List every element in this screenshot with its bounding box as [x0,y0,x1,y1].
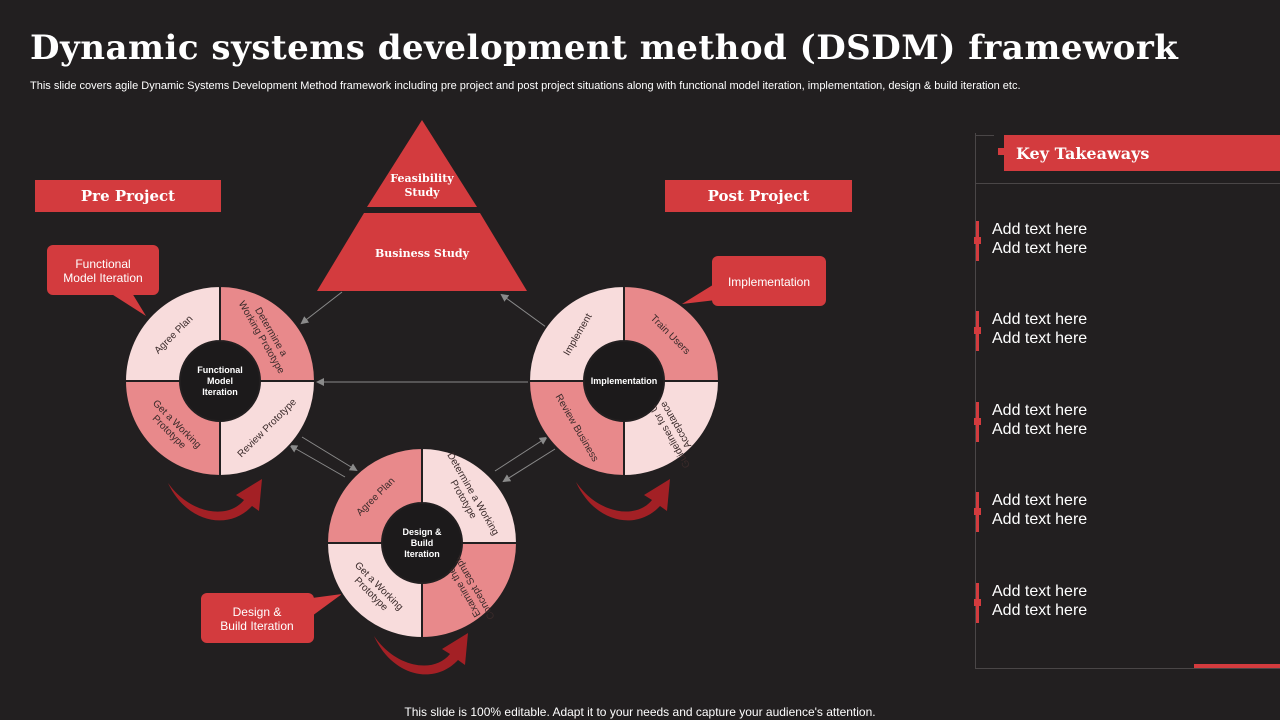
pyramid: Feasibility Study Business Study [317,120,527,291]
connector-arrow [301,436,358,472]
takeaway-text: Add text here [992,330,1088,347]
cycle-segment [421,446,519,544]
callout-functional-line-1: Functional [75,257,130,271]
takeaway-text: Add text here [992,511,1088,528]
cycle-center-label: Implementation [591,376,658,386]
connector-arrow [502,448,556,483]
cycle-hub [585,342,663,420]
callout-design: Design & Build Iteration [201,593,342,643]
callout-functional: Functional Model Iteration [47,245,159,316]
cycle-segment [123,380,221,478]
cycle-segment [219,380,317,478]
pyramid-bottom [317,213,527,291]
pyramid-bottom-label: Business Study [375,247,470,260]
takeaway-text: Add text here [992,221,1088,238]
pyramid-top-line-2: Study [404,186,440,199]
dsdm-diagram: Feasibility Study Business Study Functio… [47,120,826,675]
cycle-segment [219,284,317,382]
cycle-segment [623,380,721,478]
takeaway-text: Add text here [992,421,1088,438]
curved-arrow [168,479,262,521]
connector-arrow [500,293,547,328]
cycle-segment [325,542,423,640]
curved-arrow [576,479,670,521]
callout-design-line-2: Build Iteration [220,619,293,633]
curved-arrows [168,479,670,675]
takeaway-text: Add text here [992,311,1088,328]
connector-arrows [289,291,556,483]
takeaway-text: Add text here [992,602,1088,619]
post-project-banner: Post Project [665,180,852,212]
takeaway-text: Add text here [992,402,1088,419]
cycle-segment [421,542,519,640]
takeaway-text: Add text here [992,583,1088,600]
page-title: Dynamic systems development method (DSDM… [30,28,1179,68]
connector-arrow [494,436,548,472]
takeaway-text: Add text here [992,240,1088,257]
cycle-segment [623,284,721,382]
takeaway-text: Add text here [992,492,1088,509]
connector-arrow [300,291,343,325]
callout-implementation-line-1: Implementation [728,275,810,289]
cycle-hub [181,342,259,420]
key-takeaways-heading: Key Takeaways [1004,135,1280,171]
footer-note: This slide is 100% editable. Adapt it to… [404,705,876,719]
pyramid-top [367,120,477,207]
cycle-hub [383,504,461,582]
cycle-segment [527,380,625,478]
callout-design-line-1: Design & [233,605,282,619]
cycle-segment [325,446,423,544]
takeaways-heading-marker [998,148,1005,155]
pre-project-banner: Pre Project [35,180,221,212]
connector-arrow [289,445,346,478]
cycle-segment [527,284,625,382]
cycle-segment [123,284,221,382]
callout-implementation: Implementation [682,256,826,306]
takeaways-bottom-accent [1194,664,1280,668]
page-subtitle: This slide covers agile Dynamic Systems … [30,80,1021,92]
curved-arrow [374,633,468,675]
callout-functional-line-2: Model Iteration [63,271,142,285]
pyramid-top-line-1: Feasibility [390,172,454,185]
